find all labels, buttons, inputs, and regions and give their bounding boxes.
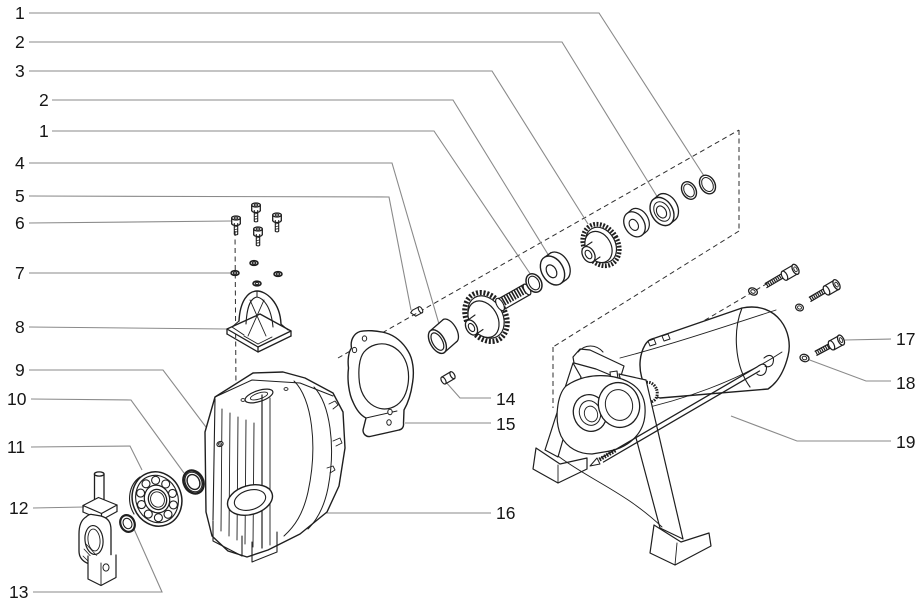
leader-line-19: [730, 415, 891, 442]
callout-1-mid: 1: [39, 121, 49, 141]
callout-13: 13: [9, 582, 28, 602]
ball-bearing: [129, 471, 183, 527]
leader-line-18: [806, 358, 891, 382]
callout-7: 7: [15, 263, 25, 283]
callout-12: 12: [9, 498, 28, 518]
leader-line-13: [33, 528, 163, 593]
leader-line-5: [28, 195, 412, 311]
dashed-axis-gear-axis-lower: [552, 230, 740, 348]
callout-10: 10: [7, 389, 27, 409]
shaft-seal: [182, 469, 205, 495]
callout-11: 11: [7, 437, 25, 457]
gear-3: [580, 221, 622, 269]
leader-line-17: [844, 338, 892, 341]
motor-mount-bracket: [226, 290, 292, 353]
washer-2-left: [539, 251, 571, 286]
leader-line-12: [32, 506, 85, 509]
callout-8: 8: [15, 317, 25, 337]
callout-16: 16: [496, 503, 515, 523]
leader-line-6: [28, 220, 232, 224]
leader-line-1-mid: [52, 130, 532, 276]
callout-2-top: 2: [15, 32, 25, 52]
lock-washers: [230, 259, 283, 287]
front-cover-gasket: [347, 329, 415, 438]
slider-assembly: [78, 471, 118, 587]
callout-1-top: 1: [15, 3, 25, 23]
callout-19: 19: [896, 432, 915, 452]
leader-line-9: [29, 369, 219, 444]
callout-2-mid: 2: [39, 90, 49, 110]
dashed-axis-gear-axis-upper: [337, 129, 740, 359]
leader-line-14: [444, 380, 491, 399]
leader-line-4: [29, 162, 440, 325]
leader-line-2-mid: [52, 99, 550, 257]
o-ring-13: [119, 514, 136, 533]
key-pin-5: [410, 306, 424, 317]
gear-housing: [204, 371, 346, 563]
callout-3: 3: [15, 61, 25, 81]
leader-line-10: [30, 398, 185, 474]
callout-17: 17: [896, 329, 915, 349]
motor-assembly: [532, 306, 790, 566]
callout-4: 4: [15, 153, 25, 173]
dashed-axis-motor-bolt-axis: [689, 282, 769, 330]
motor-bolts-and-nuts: [747, 263, 846, 363]
leader-line-2-top: [29, 41, 659, 199]
mounting-screws: [231, 202, 282, 247]
callout-15: 15: [496, 414, 515, 434]
leader-line-1-top: [29, 12, 707, 180]
dowel-pin-14: [440, 371, 456, 385]
callout-18: 18: [896, 373, 915, 393]
callout-14: 14: [496, 389, 516, 409]
callout-9: 9: [15, 360, 25, 380]
callout-5: 5: [15, 186, 25, 206]
drive-gear-shaft: [462, 283, 532, 345]
callout-6: 6: [15, 213, 25, 233]
bushing-4: [427, 318, 460, 355]
spacer-washer: [623, 207, 650, 238]
dashed-axis-screw-axis: [234, 230, 237, 395]
washer-2-right: [649, 192, 680, 227]
o-ring-1-left: [525, 273, 543, 293]
leader-line-11: [30, 445, 143, 471]
leader-line-8: [28, 326, 228, 330]
leader-line-3: [29, 70, 589, 225]
o-rings-1-right: [680, 174, 717, 200]
